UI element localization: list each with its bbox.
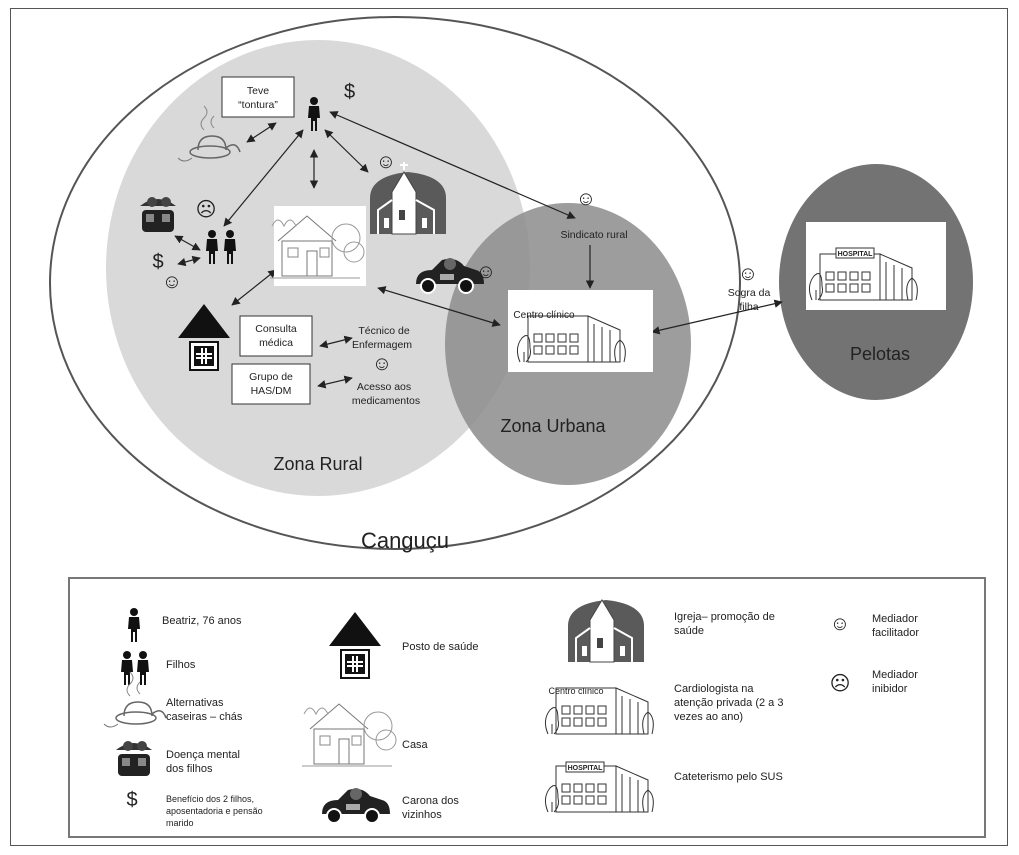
legend-doenca-2: dos filhos: [166, 763, 213, 775]
rural-zone-label: Zona Rural: [273, 454, 362, 474]
legend-sad-icon: ☹: [830, 673, 851, 695]
legend-hospital-sign: [565, 761, 605, 773]
centro-clinico-label: Centro clínico: [513, 310, 575, 321]
city-zone-label: Pelotas: [850, 344, 910, 364]
house-frame: [274, 206, 366, 286]
acesso-line-2: medicamentos: [352, 395, 420, 407]
sad-face-children: ☹: [196, 199, 217, 221]
sindicato-label: Sindicato rural: [560, 229, 627, 241]
tontura-line-2: “tontura”: [238, 99, 278, 111]
happy-face-church: ☺: [376, 151, 396, 173]
legend-cardiologista-3: vezes ao ano): [674, 711, 743, 723]
tecnico-line-1: Técnico de: [358, 325, 410, 337]
dollar-children: $: [152, 251, 163, 273]
consulta-box: [239, 315, 313, 357]
legend-dollar-icon: $: [126, 789, 137, 811]
legend-beneficio-2: aposentadoria e pensão: [166, 806, 263, 816]
happy-face-posto: ☺: [372, 353, 392, 375]
acesso-line-1: Acesso aos: [357, 381, 411, 393]
tontura-line-1: Teve: [247, 85, 269, 97]
dollar-beatriz: $: [344, 81, 355, 103]
legend-inibidor-1: Mediador: [872, 669, 918, 681]
consulta-line-2: médica: [259, 337, 293, 349]
legend-filhos: Filhos: [166, 659, 196, 671]
consulta-line-1: Consulta: [255, 323, 297, 335]
grupo-line-2: HAS/DM: [251, 385, 292, 397]
legend-doenca-1: Doença mental: [166, 749, 240, 761]
legend-facilitador-2: facilitador: [872, 627, 919, 639]
legend-igreja-1: Igreja– promoção de: [674, 611, 775, 623]
legend-igreja-2: saúde: [674, 625, 704, 637]
legend-centro-clinico-label: Centro clínico: [548, 686, 603, 696]
legend-carona-1: Carona dos: [402, 795, 459, 807]
happy-face-children: ☺: [162, 271, 182, 293]
grupo-box: [231, 363, 311, 405]
happy-face-sindicato: ☺: [576, 188, 596, 210]
hospital-sign-text: HOSPITAL: [838, 251, 874, 258]
sogra-line-1: Sogra da: [728, 287, 771, 299]
legend-alternativas-2: caseiras – chás: [166, 711, 243, 723]
grupo-line-1: Grupo de: [249, 371, 293, 383]
legend-happy-icon: ☺: [830, 613, 850, 635]
municipality-label: Canguçu: [361, 528, 449, 553]
tecnico-line-2: Enfermagem: [352, 339, 412, 351]
legend-cardiologista-2: atenção privada (2 a 3: [674, 697, 783, 709]
sogra-line-2: filha: [739, 301, 758, 313]
legend-cateterismo: Cateterismo pelo SUS: [674, 771, 783, 783]
legend-facilitador-1: Mediador: [872, 613, 918, 625]
legend-posto: Posto de saúde: [402, 641, 478, 653]
figure-frame: [10, 8, 1008, 846]
legend-cardiologista-1: Cardiologista na: [674, 683, 754, 695]
legend-hospital-sign-text: HOSPITAL: [568, 765, 604, 772]
legend-carona-2: vizinhos: [402, 809, 442, 821]
legend-beatriz: Beatriz, 76 anos: [162, 615, 242, 627]
legend-beneficio-3: marido: [166, 818, 194, 828]
legend-alternativas-1: Alternativas: [166, 697, 224, 709]
happy-face-sogra: ☺: [738, 263, 758, 285]
legend-box: [68, 577, 986, 838]
happy-face-car: ☺: [476, 261, 496, 283]
urban-zone-label: Zona Urbana: [500, 416, 606, 436]
hospital-sign: [835, 247, 875, 259]
legend-beneficio-1: Benefício dos 2 filhos,: [166, 794, 254, 804]
relation-arrows: [174, 111, 783, 389]
tontura-box: [221, 76, 295, 118]
legend-inibidor-2: inibidor: [872, 683, 908, 695]
legend-casa: Casa: [402, 739, 429, 751]
